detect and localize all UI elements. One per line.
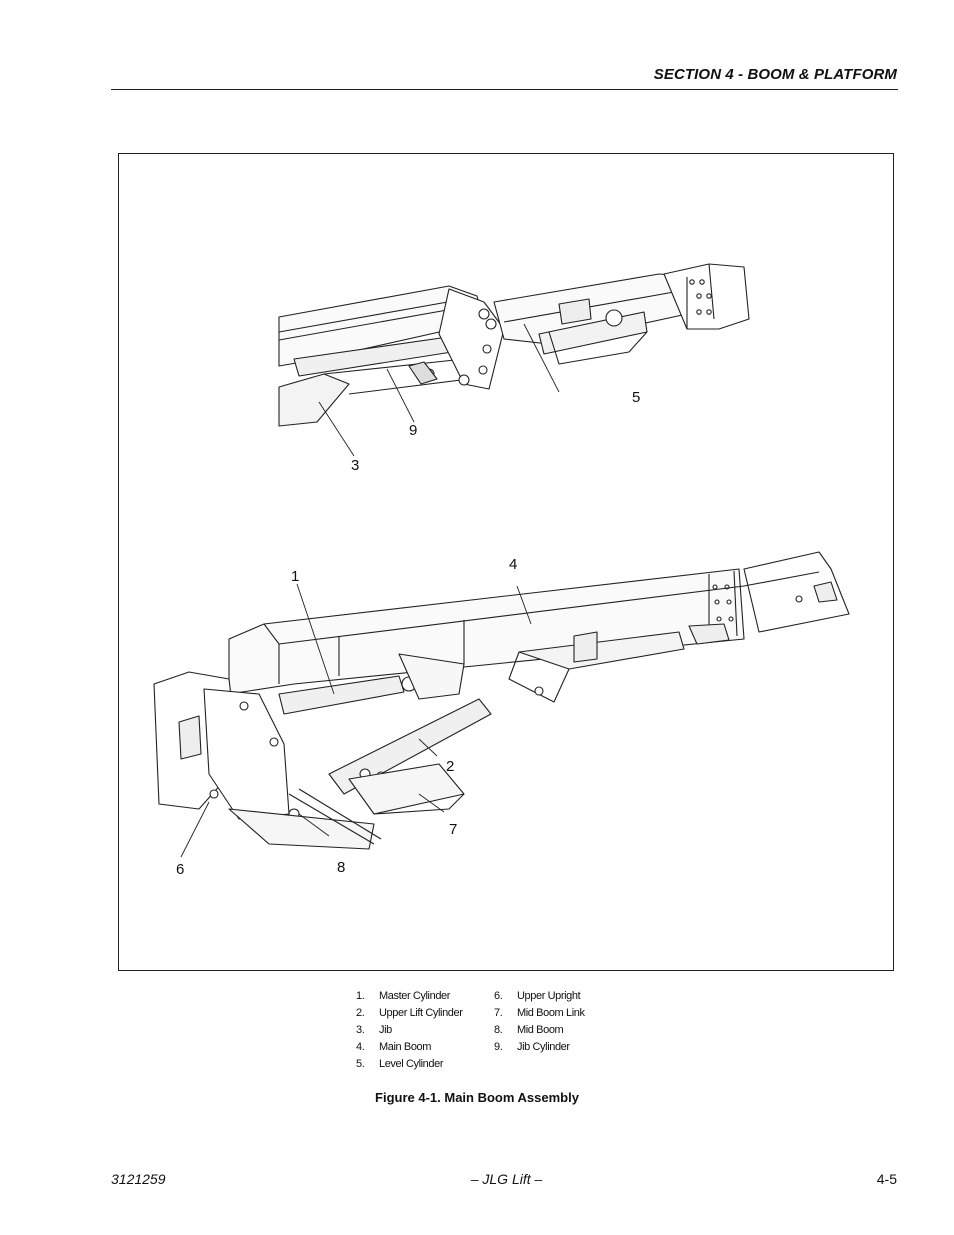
legend-number: 2. xyxy=(356,1007,365,1019)
callout-9: 9 xyxy=(409,422,417,439)
callout-5: 5 xyxy=(632,389,640,406)
legend-column-right: 6. Upper Upright 7. Mid Boom Link 8. Mid Bo… xyxy=(494,988,634,1056)
legend-number: 3. xyxy=(356,1024,365,1036)
legend-label: Level Cylinder xyxy=(379,1058,444,1070)
legend-label: Upper Lift Cylinder xyxy=(379,1007,463,1019)
legend-item: 3. Jib xyxy=(356,1022,496,1039)
callout-2: 2 xyxy=(446,758,454,775)
section-title: SECTION 4 - BOOM & PLATFORM xyxy=(653,66,897,83)
legend-item: 6. Upper Upright xyxy=(494,988,634,1005)
legend-item: 7. Mid Boom Link xyxy=(494,1005,634,1022)
figure-caption: Figure 4-1. Main Boom Assembly xyxy=(375,1090,579,1105)
legend-number: 9. xyxy=(494,1041,503,1053)
legend-label: Mid Boom xyxy=(517,1024,564,1036)
legend-label: Upper Upright xyxy=(517,990,581,1002)
callout-6: 6 xyxy=(176,861,184,878)
legend-item: 4. Main Boom xyxy=(356,1039,496,1056)
callout-1: 1 xyxy=(291,568,299,585)
boom-assembly-drawing: 1 2 3 4 5 6 7 8 9 xyxy=(153,263,850,878)
legend-label: Master Cylinder xyxy=(379,990,451,1002)
callout-8: 8 xyxy=(337,859,345,876)
upper-jib-view xyxy=(278,263,750,427)
legend-label: Jib xyxy=(379,1024,392,1036)
footer-brand: – JLG Lift – xyxy=(470,1171,543,1187)
legend-label: Jib Cylinder xyxy=(517,1041,570,1053)
legend-item: 9. Jib Cylinder xyxy=(494,1039,634,1056)
callout-labels: 1 2 3 4 5 6 7 8 9 xyxy=(176,389,640,878)
legend-number: 4. xyxy=(356,1041,365,1053)
figure-frame: 1 2 3 4 5 6 7 8 9 xyxy=(118,153,894,971)
page-number: 4-5 xyxy=(876,1171,897,1187)
legend-item: 2. Upper Lift Cylinder xyxy=(356,1005,496,1022)
legend-item: 8. Mid Boom xyxy=(494,1022,634,1039)
legend-item: 1. Master Cylinder xyxy=(356,988,496,1005)
callout-7: 7 xyxy=(449,821,457,838)
callout-4: 4 xyxy=(509,556,517,573)
header-rule xyxy=(111,89,898,90)
legend-label: Mid Boom Link xyxy=(517,1007,585,1019)
legend-number: 1. xyxy=(356,990,365,1002)
legend-number: 6. xyxy=(494,990,503,1002)
leader-lines xyxy=(180,323,560,858)
main-boom-view xyxy=(153,551,850,850)
callout-3: 3 xyxy=(351,457,359,474)
doc-number: 3121259 xyxy=(111,1171,166,1187)
legend-column-left: 1.Master Cylinder 2.Upper Lift Cylinder … xyxy=(356,988,496,1073)
legend-item: 5. Level Cylinder xyxy=(356,1056,496,1073)
legend-number: 5. xyxy=(356,1058,365,1070)
legend-number: 8. xyxy=(494,1024,503,1036)
legend-label: Main Boom xyxy=(379,1041,432,1053)
legend-number: 7. xyxy=(494,1007,503,1019)
